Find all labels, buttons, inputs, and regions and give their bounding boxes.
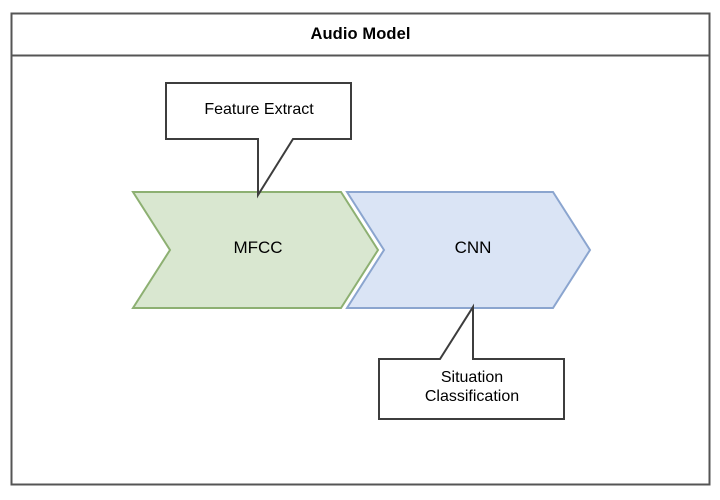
callout-shape-situation-classification[interactable]: [378, 303, 565, 420]
callout-shape-feature-extract[interactable]: [165, 82, 352, 199]
stage-shape-cnn[interactable]: [345, 191, 592, 309]
stage-shape-mfcc[interactable]: [131, 191, 380, 309]
